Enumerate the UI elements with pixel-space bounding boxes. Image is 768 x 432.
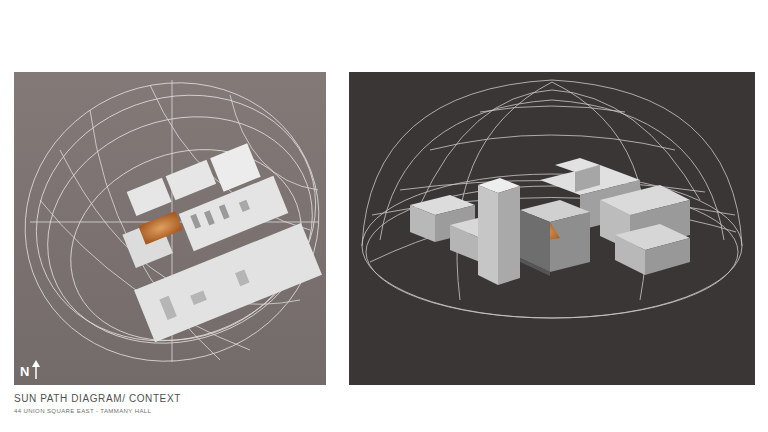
axon-panel (349, 72, 755, 385)
diagram-title: SUN PATH DIAGRAM/ CONTEXT (14, 393, 181, 404)
sun-path-dome (362, 80, 742, 318)
building-footprints (99, 136, 322, 343)
north-arrow (32, 360, 40, 379)
sun-path-rings (0, 42, 358, 403)
context-massing (410, 158, 690, 285)
north-label: N (20, 364, 29, 379)
diagram-caption: 44 UNION SQUARE EAST - TAMMANY HALL (14, 408, 151, 414)
